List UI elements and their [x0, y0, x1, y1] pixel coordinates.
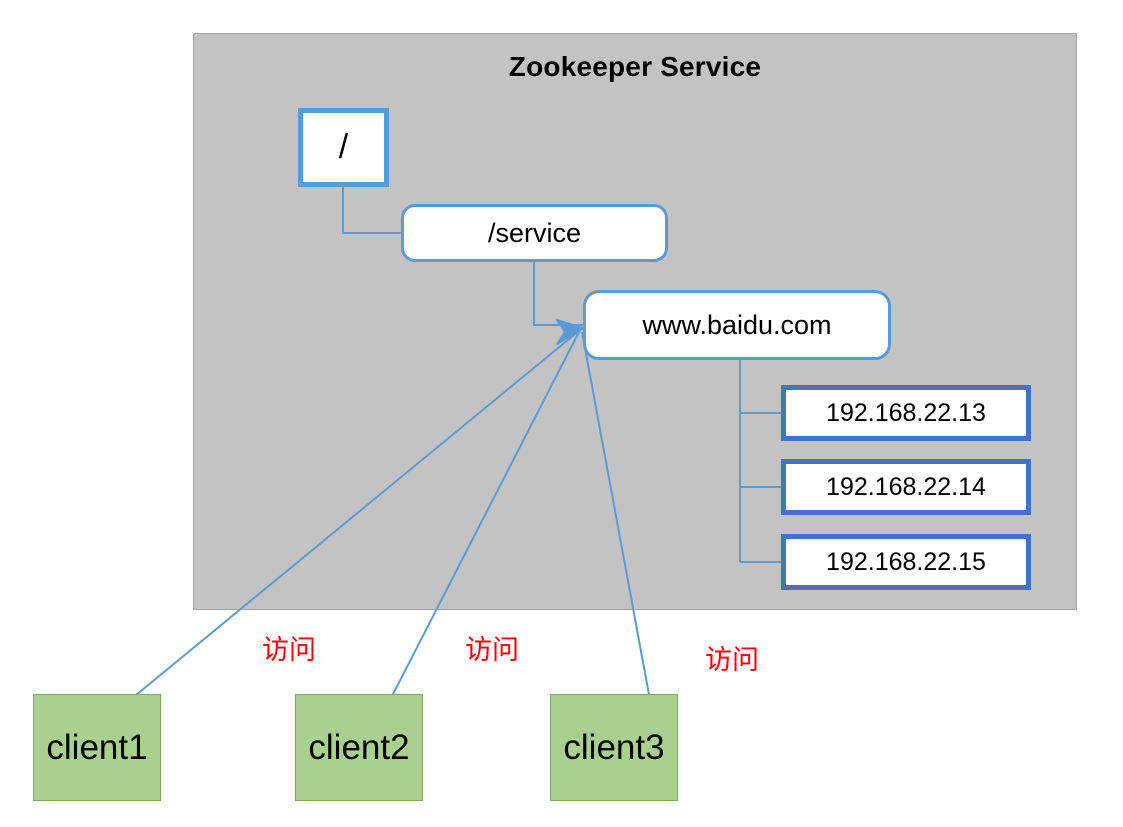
- access-label-3: 访问: [705, 645, 759, 675]
- page-title: Zookeeper Service: [508, 51, 762, 82]
- znode-domain[interactable]: www.baidu.com: [583, 290, 891, 360]
- client-box-1-label: client1: [46, 727, 148, 767]
- znode-service-label: /service: [487, 217, 582, 248]
- znode-root[interactable]: /: [298, 108, 389, 187]
- access-label-1: 访问: [262, 635, 316, 665]
- znode-ip-2[interactable]: 192.168.22.14: [781, 459, 1031, 515]
- znode-ip-3-label: 192.168.22.15: [826, 547, 986, 576]
- client-box-2[interactable]: client2: [295, 694, 423, 801]
- znode-root-label: /: [338, 128, 349, 166]
- znode-service[interactable]: /service: [401, 204, 668, 262]
- client-box-3[interactable]: client3: [550, 694, 678, 801]
- access-label-2: 访问: [465, 635, 519, 665]
- znode-domain-label: www.baidu.com: [642, 309, 832, 340]
- znode-ip-2-label: 192.168.22.14: [826, 472, 986, 501]
- znode-ip-1-label: 192.168.22.13: [826, 398, 986, 427]
- znode-ip-3[interactable]: 192.168.22.15: [781, 534, 1031, 590]
- client-box-1[interactable]: client1: [33, 694, 161, 801]
- client-box-3-label: client3: [563, 727, 665, 767]
- znode-ip-1[interactable]: 192.168.22.13: [781, 385, 1031, 441]
- client-box-2-label: client2: [308, 727, 410, 767]
